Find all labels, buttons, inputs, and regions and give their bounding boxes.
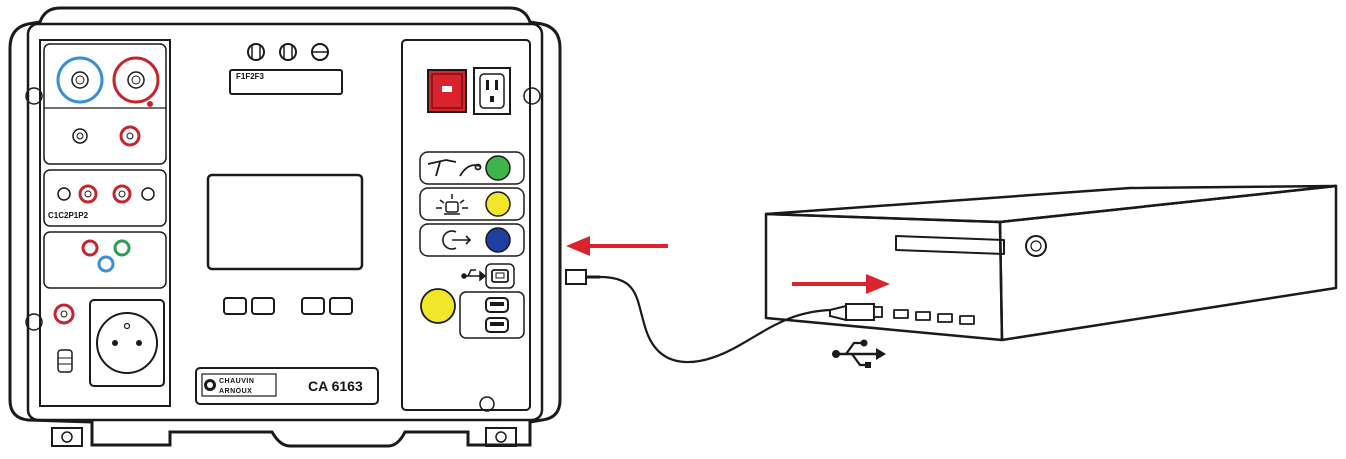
terminal-p1 — [112, 184, 132, 204]
start-test-button — [420, 288, 456, 324]
brand-name-line2: ARNOUX — [219, 388, 252, 395]
fuse-f3 — [311, 43, 329, 61]
module-loop — [43, 231, 167, 289]
terminal-green-tri — [113, 239, 131, 257]
usb-host-frame — [459, 291, 525, 339]
computer-usb-port-3 — [937, 313, 953, 323]
arrow-to-instrument — [566, 236, 668, 256]
computer-usb-port-2 — [915, 311, 931, 321]
computer-usb-port-1 — [893, 309, 909, 319]
usb-device-port-frame — [485, 263, 515, 289]
foot-left — [51, 427, 83, 447]
instrument-front-panel — [26, 22, 544, 422]
model-name: CA 6163 — [308, 378, 363, 394]
terminal-grey — [72, 128, 88, 144]
usb-b-plug — [565, 269, 587, 285]
indicator-warning-frame — [419, 187, 525, 221]
lamp-blue — [485, 227, 511, 253]
instrument — [8, 6, 562, 448]
case-notch-left-bottom — [25, 313, 43, 331]
module-earth — [43, 169, 167, 227]
usb-cable — [565, 269, 883, 364]
arrow-to-computer — [792, 274, 890, 294]
brand-name-line1: CHAUVIN — [219, 378, 254, 385]
terminal-red-small — [119, 125, 141, 147]
left-column-frame — [39, 39, 171, 407]
instrument-outer-case — [8, 6, 562, 448]
fuse-label: F1F2F3 — [236, 72, 265, 81]
left-terminal-column: C1C2P1P2 — [39, 39, 171, 407]
indicator-probe-frame — [419, 151, 525, 185]
usb-host-port-2 — [485, 317, 509, 333]
usb-a-plug — [845, 303, 875, 321]
brand-logo-box — [201, 373, 277, 397]
computer — [764, 184, 1338, 342]
terminal-blue-large — [56, 56, 104, 104]
mains-socket — [96, 312, 158, 374]
terminal-red-tri — [81, 239, 99, 257]
computer-usb-port-4 — [959, 315, 975, 325]
mains-inlet — [473, 67, 511, 115]
center-section: F1F2F3 CHAUVIN ARNOUX CA 6163 — [195, 43, 379, 405]
usb-cable-wire — [599, 275, 831, 364]
function-key-1 — [223, 297, 247, 315]
terminal-p2 — [141, 187, 155, 201]
lamp-yellow — [485, 191, 511, 217]
fuse-f1 — [247, 43, 265, 61]
fuse-f2 — [279, 43, 297, 61]
mains-socket-frame — [89, 299, 165, 387]
test-probe-icon — [427, 159, 482, 177]
terminal-red-large — [112, 56, 160, 104]
usb-device-port — [491, 269, 509, 283]
foot-right-screw — [495, 431, 507, 443]
brand-plate — [195, 367, 379, 405]
fuse-label-box — [229, 69, 343, 95]
indicator-start-frame — [419, 223, 525, 257]
display-screen — [206, 173, 364, 271]
usb-icon — [461, 269, 487, 282]
terminal-red-socket — [53, 303, 75, 325]
function-key-4 — [329, 297, 353, 315]
case-notch-right-top — [523, 87, 541, 105]
sd-card-slot — [57, 349, 73, 373]
foot-left-screw — [61, 431, 73, 443]
lamp-green — [485, 155, 511, 181]
terminal-blue-tri — [97, 255, 115, 273]
warning-lamp-icon — [436, 194, 468, 215]
right-column-frame — [401, 39, 531, 411]
computer-usb-icon — [832, 339, 886, 368]
terminal-c2 — [78, 184, 98, 204]
start-key-icon — [442, 230, 472, 250]
computer-side-face — [998, 184, 1338, 342]
right-column — [401, 39, 531, 411]
optical-drive-slot — [895, 235, 1005, 255]
usb-host-port-1 — [485, 297, 509, 313]
function-key-3 — [301, 297, 325, 315]
power-button — [1025, 235, 1047, 257]
foot-right — [485, 427, 517, 447]
function-key-2 — [251, 297, 275, 315]
module-insulation — [43, 43, 167, 165]
case-notch-left-top — [25, 87, 43, 105]
computer-front-face — [764, 212, 1004, 342]
terminal-label: C1C2P1P2 — [48, 211, 89, 220]
terminal-c1 — [57, 187, 71, 201]
case-notch-right-bottom — [479, 396, 495, 412]
